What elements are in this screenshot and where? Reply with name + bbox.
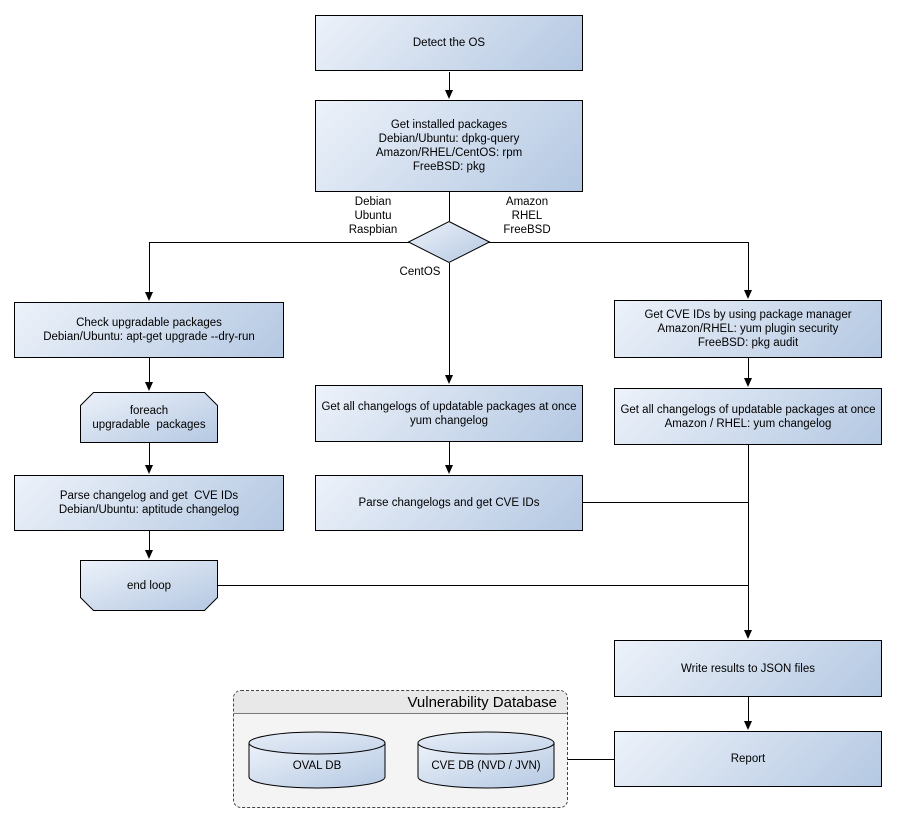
arrowhead: [743, 378, 752, 387]
decision-os-type: [407, 220, 491, 264]
flow-line-installed-to-decision: [449, 192, 450, 221]
flow-line-parse-to-endloop: [149, 531, 150, 551]
node-parse-changelogs-centos: Parse changelogs and get CVE IDs: [315, 475, 583, 531]
node-label: Parse changelog and get CVE IDs: [59, 490, 239, 502]
node-label: Amazon/RHEL/CentOS: rpm: [375, 147, 523, 159]
node-get-changelogs-centos: Get all changelogs of updatable packages…: [315, 385, 583, 442]
node-label: Get all changelogs of updatable packages…: [620, 403, 876, 416]
node-label: Get all changelogs of updatable packages…: [321, 400, 577, 413]
cylinder-label: CVE DB (NVD / JVN): [431, 760, 541, 772]
loop-start-foreach: foreach upgradable packages: [80, 392, 218, 443]
flow-line-db-to-report: [568, 759, 614, 760]
arrowhead: [144, 292, 153, 301]
database-cylinder-icon: [417, 731, 555, 789]
node-get-changelogs-amazon-rhel: Get all changelogs of updatable packages…: [614, 388, 882, 445]
cylinder-cve-db: CVE DB (NVD / JVN): [417, 731, 555, 789]
node-get-cve-ids-package-manager: Get CVE IDs by using package manager Ama…: [614, 300, 882, 358]
arrowhead: [144, 382, 153, 391]
flow-line-detect-to-installed: [449, 72, 450, 91]
cylinder-text: OVAL DB: [248, 731, 386, 789]
node-get-installed-packages: Get installed packages Debian/Ubuntu: dp…: [315, 100, 583, 192]
branch-label-line: Debian: [354, 196, 392, 208]
node-detect-os: Detect the OS: [315, 15, 583, 71]
loop-end-shape: [80, 560, 218, 611]
flow-line-endloop-to-right: [218, 585, 748, 586]
branch-label-line: Amazon: [505, 196, 549, 208]
loop-start-text: foreach upgradable packages: [80, 392, 218, 443]
loop-start-shape: [80, 392, 218, 443]
flow-line-mid-changelogs-to-parse: [449, 442, 450, 466]
branch-label-line: FreeBSD: [503, 224, 551, 236]
cylinder-label: OVAL DB: [292, 760, 342, 772]
flow-line-midparse-to-right: [583, 502, 748, 503]
diamond-shape: [407, 220, 491, 264]
flow-line-decision-left: [149, 242, 410, 243]
branch-label-right: Amazon RHEL FreeBSD: [477, 195, 577, 237]
flow-line-foreach-to-parse: [149, 443, 150, 466]
flow-line-cveids-to-changelogs: [748, 358, 749, 379]
node-label: Debian/Ubuntu: apt-get upgrade --dry-run: [43, 331, 255, 343]
node-label: FreeBSD: pkg audit: [697, 337, 799, 349]
node-label: Get CVE IDs by using package manager: [644, 309, 852, 321]
flow-line-right-to-write: [748, 445, 749, 631]
node-label: FreeBSD: pkg: [412, 161, 486, 173]
branch-label-line: Ubuntu: [354, 210, 392, 222]
node-report: Report: [614, 731, 882, 787]
node-parse-changelog-debian: Parse changelog and get CVE IDs Debian/U…: [14, 475, 284, 531]
database-title-band: Vulnerability Database: [234, 691, 567, 714]
node-label: yum changelog: [410, 414, 488, 427]
node-label: foreach: [129, 404, 169, 417]
flow-line-decision-right: [489, 242, 748, 243]
arrowhead: [444, 375, 453, 384]
arrowhead: [144, 550, 153, 559]
node-label: Debian/Ubuntu: dpkg-query: [378, 133, 520, 145]
database-cylinder-icon: [248, 731, 386, 789]
branch-label-centos: CentOS: [370, 265, 470, 279]
flow-line-decision-bottom: [449, 263, 450, 376]
arrowhead: [444, 90, 453, 99]
flow-line-left-down: [149, 242, 150, 293]
cylinder-text: CVE DB (NVD / JVN): [417, 731, 555, 789]
node-label: end loop: [126, 579, 172, 592]
cylinder-oval-db: OVAL DB: [248, 731, 386, 789]
flow-line-check-to-foreach: [149, 358, 150, 383]
node-label: Report: [730, 753, 766, 765]
database-title: Vulnerability Database: [407, 693, 557, 711]
arrowhead: [743, 630, 752, 639]
node-label: Write results to JSON files: [681, 662, 815, 675]
loop-end-text: end loop: [80, 560, 218, 611]
node-label: Check upgradable packages: [76, 317, 222, 329]
node-label: Amazon/RHEL: yum plugin security: [657, 323, 839, 335]
arrowhead: [743, 290, 752, 299]
loop-end: end loop: [80, 560, 218, 611]
node-label: Parse changelogs and get CVE IDs: [358, 497, 540, 509]
node-write-results-json: Write results to JSON files: [614, 640, 882, 697]
flow-line-write-to-report: [748, 697, 749, 722]
branch-label-line: RHEL: [511, 210, 543, 222]
arrowhead: [144, 465, 153, 474]
node-check-upgradable-packages: Check upgradable packages Debian/Ubuntu:…: [14, 302, 284, 358]
flow-line-right-down: [748, 242, 749, 291]
node-label: Detect the OS: [412, 37, 486, 49]
arrowhead: [444, 465, 453, 474]
node-label: Debian/Ubuntu: aptitude changelog: [58, 504, 240, 516]
node-label: Amazon / RHEL: yum changelog: [664, 417, 832, 430]
branch-label-left: Debian Ubuntu Raspbian: [323, 195, 423, 237]
branch-label-line: Raspbian: [348, 224, 398, 236]
node-label: Get installed packages: [390, 119, 508, 131]
node-label: upgradable packages: [92, 418, 206, 431]
arrowhead: [743, 721, 752, 730]
branch-label-line: CentOS: [399, 266, 441, 278]
